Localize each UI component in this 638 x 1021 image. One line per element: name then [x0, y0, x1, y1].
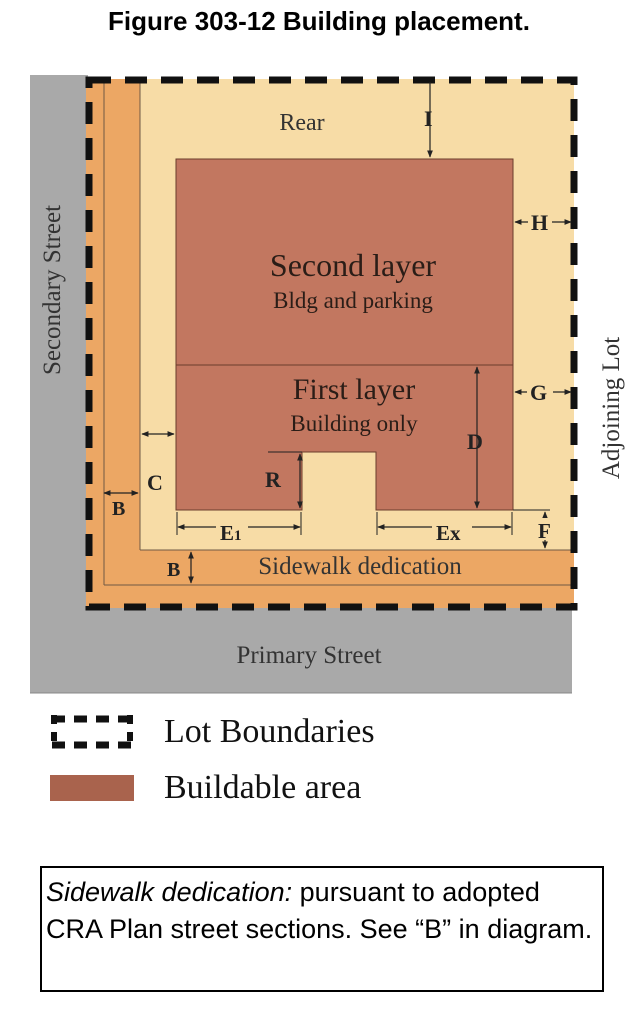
- note-text: pursuant to adopted CRA Plan street sect…: [46, 877, 593, 944]
- dim-F-label: F: [538, 519, 551, 543]
- dim-R-label: R: [265, 467, 282, 492]
- dim-H-bg: [528, 208, 552, 234]
- first-layer-sublabel: Building only: [290, 411, 418, 436]
- dim-E1-bg: [216, 517, 248, 541]
- rear-label: Rear: [279, 110, 324, 136]
- first-layer-label: First layer: [293, 373, 415, 406]
- dim-D-label: D: [467, 429, 483, 454]
- dim-G-bg: [527, 378, 553, 404]
- sidewalk-strip-left: [86, 79, 140, 608]
- adjoining-lot-label: Adjoining Lot: [598, 337, 625, 479]
- sidewalk-dedication-label: Sidewalk dedication: [258, 553, 462, 580]
- dim-B-side-label: B: [112, 498, 125, 520]
- dim-Ex-bg: [432, 517, 472, 541]
- sidewalk-strip-bottom: [86, 550, 574, 608]
- second-layer-label: Second layer: [270, 247, 437, 283]
- sidewalk-dedication-note: Sidewalk dedication: pursuant to adopted…: [40, 866, 604, 992]
- dim-Ex-label: Ex: [436, 521, 461, 545]
- dim-E1-label: E1: [220, 521, 242, 545]
- legend-buildable-area: Buildable area: [50, 768, 361, 808]
- lot-boundaries-swatch: [51, 715, 134, 749]
- figure-title: Figure 303-12 Building placement.: [108, 6, 530, 36]
- lot-boundaries-label: Lot Boundaries: [164, 713, 375, 750]
- note-term: Sidewalk dedication:: [46, 877, 293, 907]
- buildable-area-label: Buildable area: [164, 769, 362, 806]
- second-layer-sublabel: Bldg and parking: [273, 288, 433, 313]
- dim-C-label: C: [147, 470, 163, 495]
- secondary-street-area: [30, 75, 88, 693]
- buildable-area-swatch: [50, 775, 134, 801]
- primary-street-label: Primary Street: [236, 642, 381, 669]
- secondary-street-label: Secondary Street: [39, 205, 66, 375]
- dim-H-label: H: [531, 210, 548, 235]
- legend-lot-boundaries: Lot Boundaries: [50, 712, 375, 752]
- dim-G-label: G: [530, 380, 547, 405]
- dim-F-bg: [536, 518, 554, 540]
- primary-street-area: [30, 608, 572, 693]
- buildable-area: [175, 158, 514, 511]
- dim-I-label: I: [424, 106, 433, 131]
- dim-B-bottom-label: B: [167, 559, 180, 581]
